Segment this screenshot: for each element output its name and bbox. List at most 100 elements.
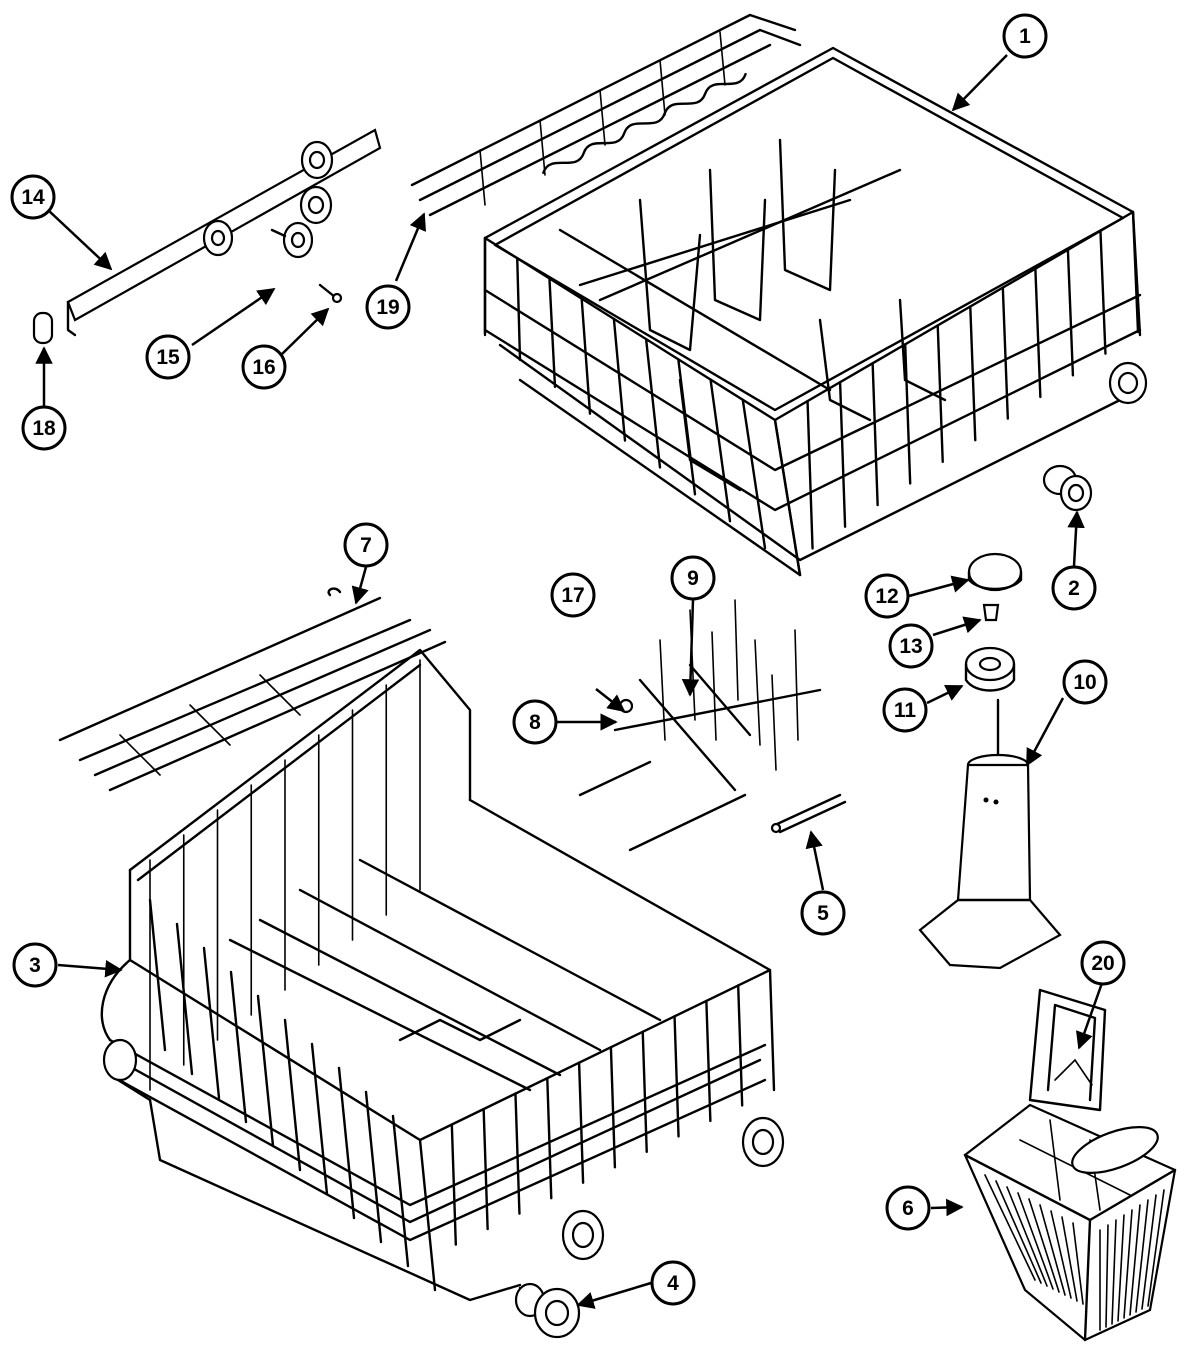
leader-lines bbox=[35, 54, 1104, 1309]
callout-3: 3 bbox=[12, 942, 58, 988]
rack-wire bbox=[871, 362, 879, 507]
callout-2: 2 bbox=[1051, 565, 1097, 611]
silverware-basket bbox=[963, 1103, 1177, 1342]
rail-end-cap bbox=[32, 311, 54, 345]
lower-rack-wheel bbox=[514, 1282, 581, 1339]
callout-circle bbox=[1062, 659, 1108, 705]
rack-wire bbox=[482, 1107, 489, 1231]
callout-number: 19 bbox=[376, 296, 399, 319]
rack-wire bbox=[1006, 1186, 1048, 1287]
rack-wire bbox=[256, 994, 275, 1148]
rack-wire bbox=[709, 378, 732, 523]
callout-number: 7 bbox=[360, 534, 372, 557]
callout-number: 4 bbox=[667, 1272, 679, 1295]
callout-circle bbox=[365, 284, 411, 330]
callout-number: 15 bbox=[156, 346, 180, 369]
callout-15: 15 bbox=[145, 334, 191, 380]
rack-wire bbox=[1028, 1198, 1060, 1293]
callout-number: 5 bbox=[817, 902, 829, 925]
callout-circle bbox=[882, 687, 928, 733]
rack-wire bbox=[546, 1076, 553, 1200]
callout-14: 14 bbox=[10, 174, 56, 220]
callout-number: 1 bbox=[1019, 25, 1031, 48]
callout-9: 9 bbox=[670, 555, 716, 601]
rack-wire bbox=[1141, 1194, 1157, 1310]
lower-rack bbox=[100, 648, 785, 1302]
callout-circle bbox=[650, 1260, 696, 1306]
rack-wire bbox=[1034, 267, 1042, 399]
cup-shelf bbox=[410, 13, 802, 217]
rack-wire bbox=[229, 970, 248, 1124]
rack-wire bbox=[1099, 229, 1107, 355]
rack-roller bbox=[1042, 464, 1093, 512]
rack-wire bbox=[1017, 1192, 1054, 1290]
rack-wire bbox=[1066, 248, 1075, 377]
callout-circle bbox=[1002, 13, 1048, 59]
tine-rack bbox=[638, 599, 799, 792]
upper-rack bbox=[483, 46, 1148, 577]
callout-number: 16 bbox=[252, 356, 275, 379]
rack-wire bbox=[995, 1180, 1042, 1284]
callout-circle bbox=[343, 522, 389, 568]
rack-wire bbox=[337, 1066, 356, 1220]
callout-number: 17 bbox=[561, 584, 584, 607]
rack-wire bbox=[202, 946, 221, 1100]
callout-circle bbox=[670, 555, 716, 601]
rack-clip bbox=[770, 793, 847, 834]
callout-4: 4 bbox=[650, 1260, 696, 1306]
rack-wire bbox=[1123, 1209, 1133, 1319]
callout-circle bbox=[512, 699, 558, 745]
tower-cap bbox=[967, 552, 1023, 592]
rack-wire bbox=[969, 305, 977, 442]
rack-wire bbox=[450, 1123, 458, 1246]
rack-wire bbox=[514, 1092, 521, 1215]
rack-wire bbox=[310, 1042, 329, 1196]
rack-wire bbox=[641, 1030, 648, 1154]
rack-wire bbox=[612, 317, 627, 442]
rack-wire bbox=[1050, 1210, 1072, 1299]
rack-wire bbox=[1001, 286, 1010, 420]
callout-circle bbox=[10, 174, 56, 220]
callout-circle bbox=[885, 1185, 931, 1231]
rack-wire bbox=[1129, 1204, 1141, 1316]
rack-wire bbox=[984, 1174, 1036, 1281]
rack-wire bbox=[283, 1018, 302, 1172]
callout-circle bbox=[888, 623, 934, 669]
callout-circle bbox=[864, 573, 910, 619]
rack-wire bbox=[773, 418, 802, 577]
rack-wire bbox=[936, 324, 944, 464]
rack-wire bbox=[673, 1015, 680, 1138]
rack-wire bbox=[644, 337, 662, 469]
rack-wire bbox=[148, 898, 167, 1052]
rack-wire bbox=[1131, 210, 1140, 334]
callout-number: 13 bbox=[899, 635, 922, 658]
callout-circle bbox=[12, 942, 58, 988]
callout-circle bbox=[241, 344, 287, 390]
callout-11: 11 bbox=[882, 687, 928, 733]
callout-circle bbox=[800, 890, 846, 936]
callout-17: 17 bbox=[550, 572, 596, 618]
callout-number: 2 bbox=[1068, 577, 1080, 600]
rack-wire bbox=[580, 297, 592, 415]
rack-wire bbox=[838, 380, 847, 528]
callout-circle bbox=[145, 334, 191, 380]
callout-19: 19 bbox=[365, 284, 411, 330]
callout-13: 13 bbox=[888, 623, 934, 669]
rack-wire bbox=[364, 1090, 383, 1244]
callout-number: 9 bbox=[687, 567, 699, 590]
callout-number: 11 bbox=[894, 699, 917, 722]
rack-wire bbox=[1117, 1214, 1125, 1322]
rack-wire bbox=[903, 343, 912, 485]
rack-wire bbox=[577, 1061, 585, 1184]
rack-wire bbox=[806, 399, 814, 550]
callout-5: 5 bbox=[800, 890, 846, 936]
rack-wire bbox=[516, 257, 522, 362]
rack-wire bbox=[1039, 1204, 1066, 1296]
rack-wire bbox=[1111, 1219, 1117, 1325]
rail-screw bbox=[318, 283, 343, 304]
tower-screw bbox=[982, 603, 1000, 622]
callout-number: 6 bbox=[902, 1197, 914, 1220]
rack-wire bbox=[705, 999, 712, 1123]
spray-tower bbox=[918, 698, 1062, 970]
